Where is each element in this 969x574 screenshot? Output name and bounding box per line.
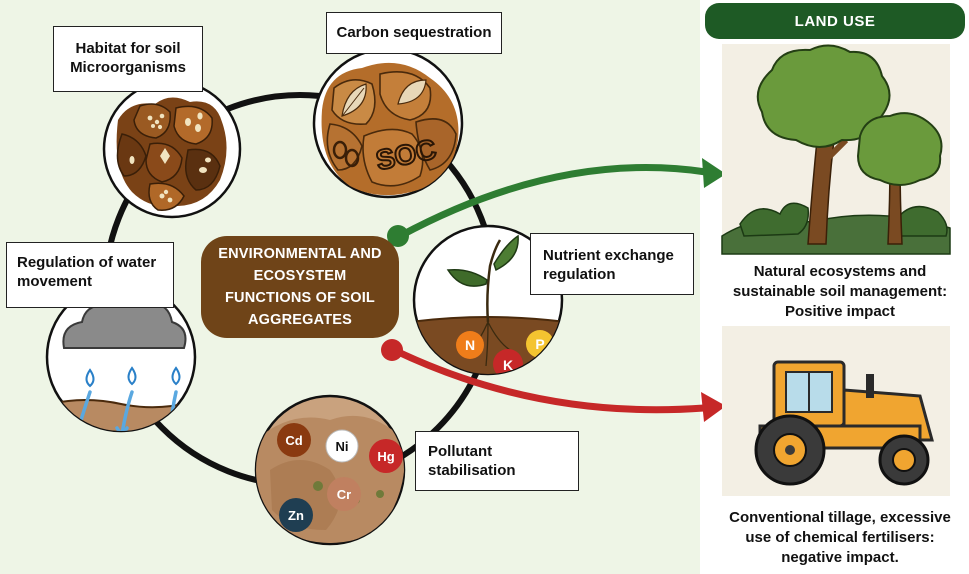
pollutant-label: Pollutant stabilisation [415, 431, 579, 491]
center-title: ENVIRONMENTAL AND ECOSYSTEM FUNCTIONS OF… [201, 236, 399, 338]
carbon-illustration: SOC [312, 47, 464, 199]
center-title-text: ENVIRONMENTAL AND ECOSYSTEM FUNCTIONS OF… [218, 246, 382, 328]
pollutant-cr: Cr [337, 487, 351, 502]
nutrient-k: K [503, 357, 513, 373]
pollutant-illustration: Cd Ni Hg Cr Zn [254, 394, 406, 546]
positive-impact-caption: Natural ecosystems and sustainable soil … [732, 263, 948, 320]
land-use-header: LAND USE [705, 3, 965, 39]
nutrient-n: N [465, 337, 475, 353]
negative-arrow [392, 346, 705, 414]
water-label: Regulation of water movement [6, 242, 174, 308]
pollutant-hg: Hg [377, 449, 394, 464]
habitat-illustration [102, 79, 242, 219]
negative-impact-caption: Conventional tillage, excessive use of c… [729, 509, 951, 566]
pollutant-zn: Zn [288, 508, 304, 523]
nutrient-label: Nutrient exchange regulation [530, 233, 694, 295]
tractor-illustration [722, 326, 950, 496]
nutrient-illustration: N P K [412, 224, 564, 376]
pollutant-ni: Ni [336, 439, 349, 454]
habitat-label: Habitat for soil Microorganisms [53, 26, 203, 92]
positive-arrow [398, 164, 707, 240]
carbon-label: Carbon sequestration [326, 12, 502, 54]
pollutant-cd: Cd [285, 433, 302, 448]
nutrient-p: P [535, 336, 544, 352]
forest-illustration [721, 44, 951, 255]
water-illustration [45, 281, 197, 433]
